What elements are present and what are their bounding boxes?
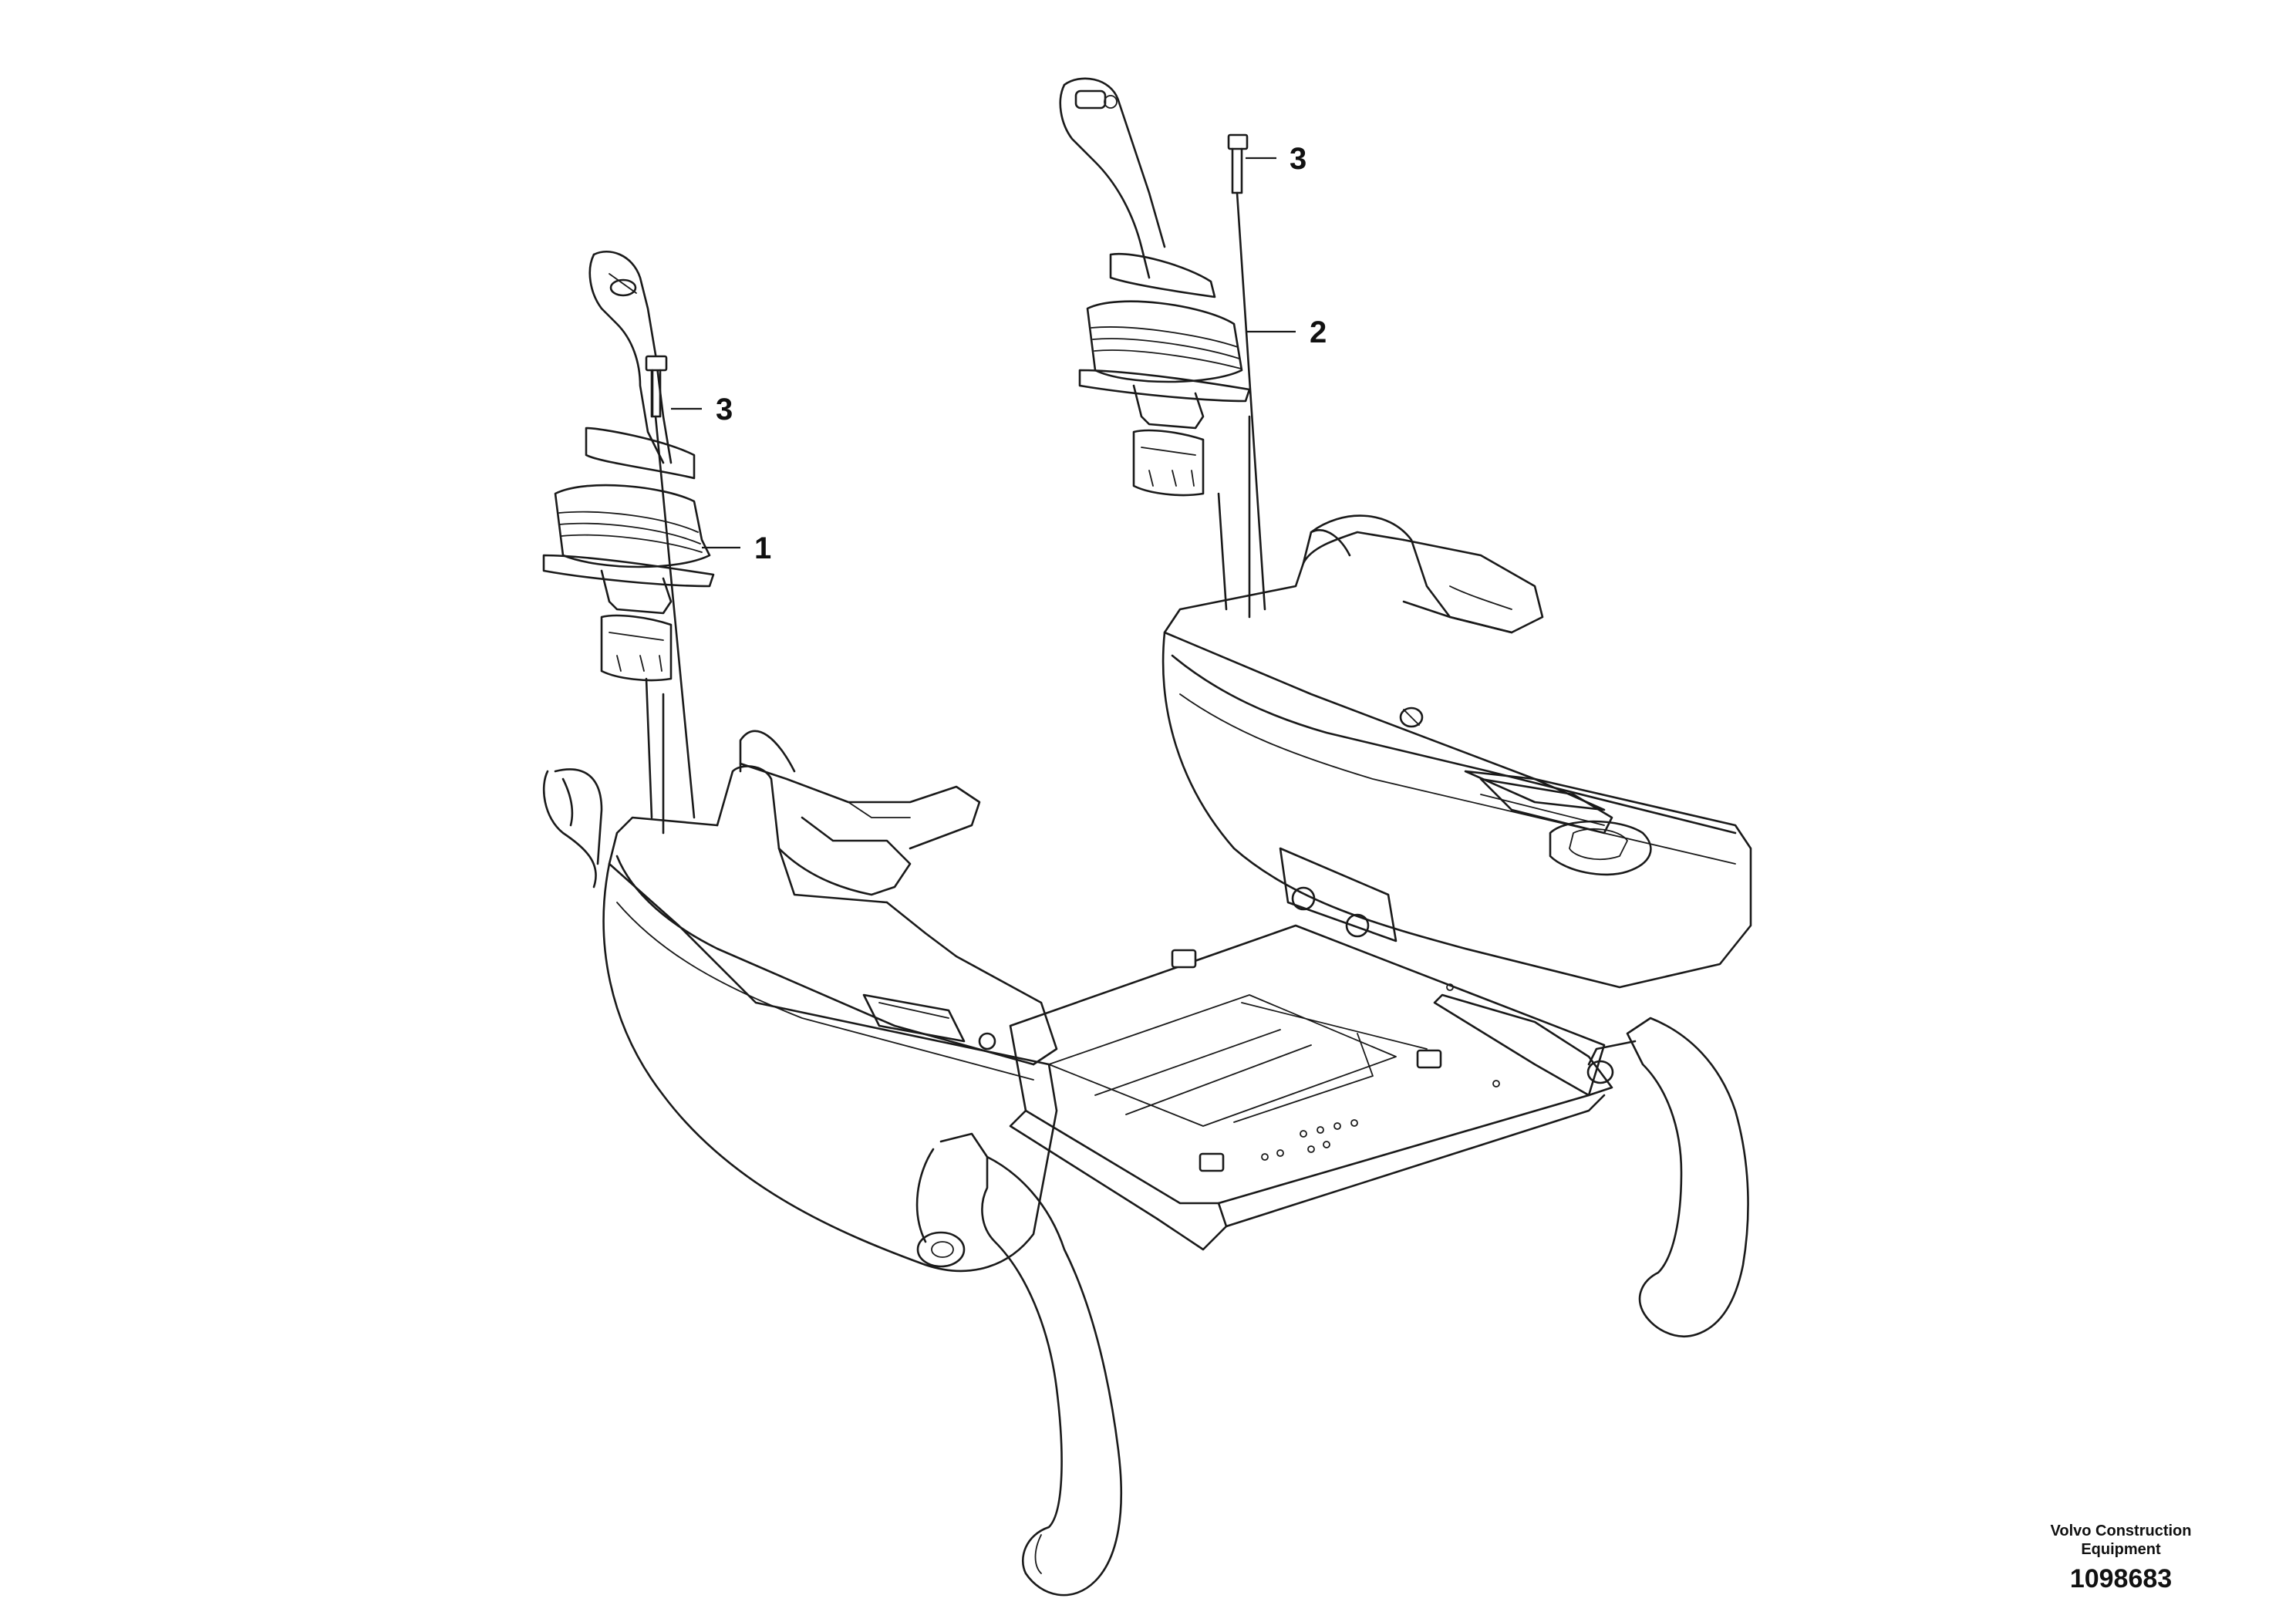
mounting-plate: [1009, 847, 1613, 1251]
callout-3-left: 3: [716, 393, 733, 427]
callout-2: 2: [1310, 315, 1327, 349]
title-block: Volvo Construction Equipment 1098683: [1994, 1522, 2248, 1596]
left-control-console: [542, 730, 1122, 1597]
leader-lines: [671, 157, 1296, 549]
callout-labels: 1 2 3 3: [716, 142, 1327, 565]
left-joystick: [542, 251, 715, 835]
callout-3-right: 3: [1290, 142, 1306, 176]
right-joystick: [1059, 77, 1266, 619]
right-control-console: [1161, 514, 1752, 1337]
company-name-line-2: Equipment: [2081, 1541, 2161, 1558]
company-name-line-1: Volvo Construction: [2050, 1523, 2192, 1539]
callout-1: 1: [754, 531, 771, 565]
drawing-number: 1098683: [2069, 1564, 2173, 1593]
